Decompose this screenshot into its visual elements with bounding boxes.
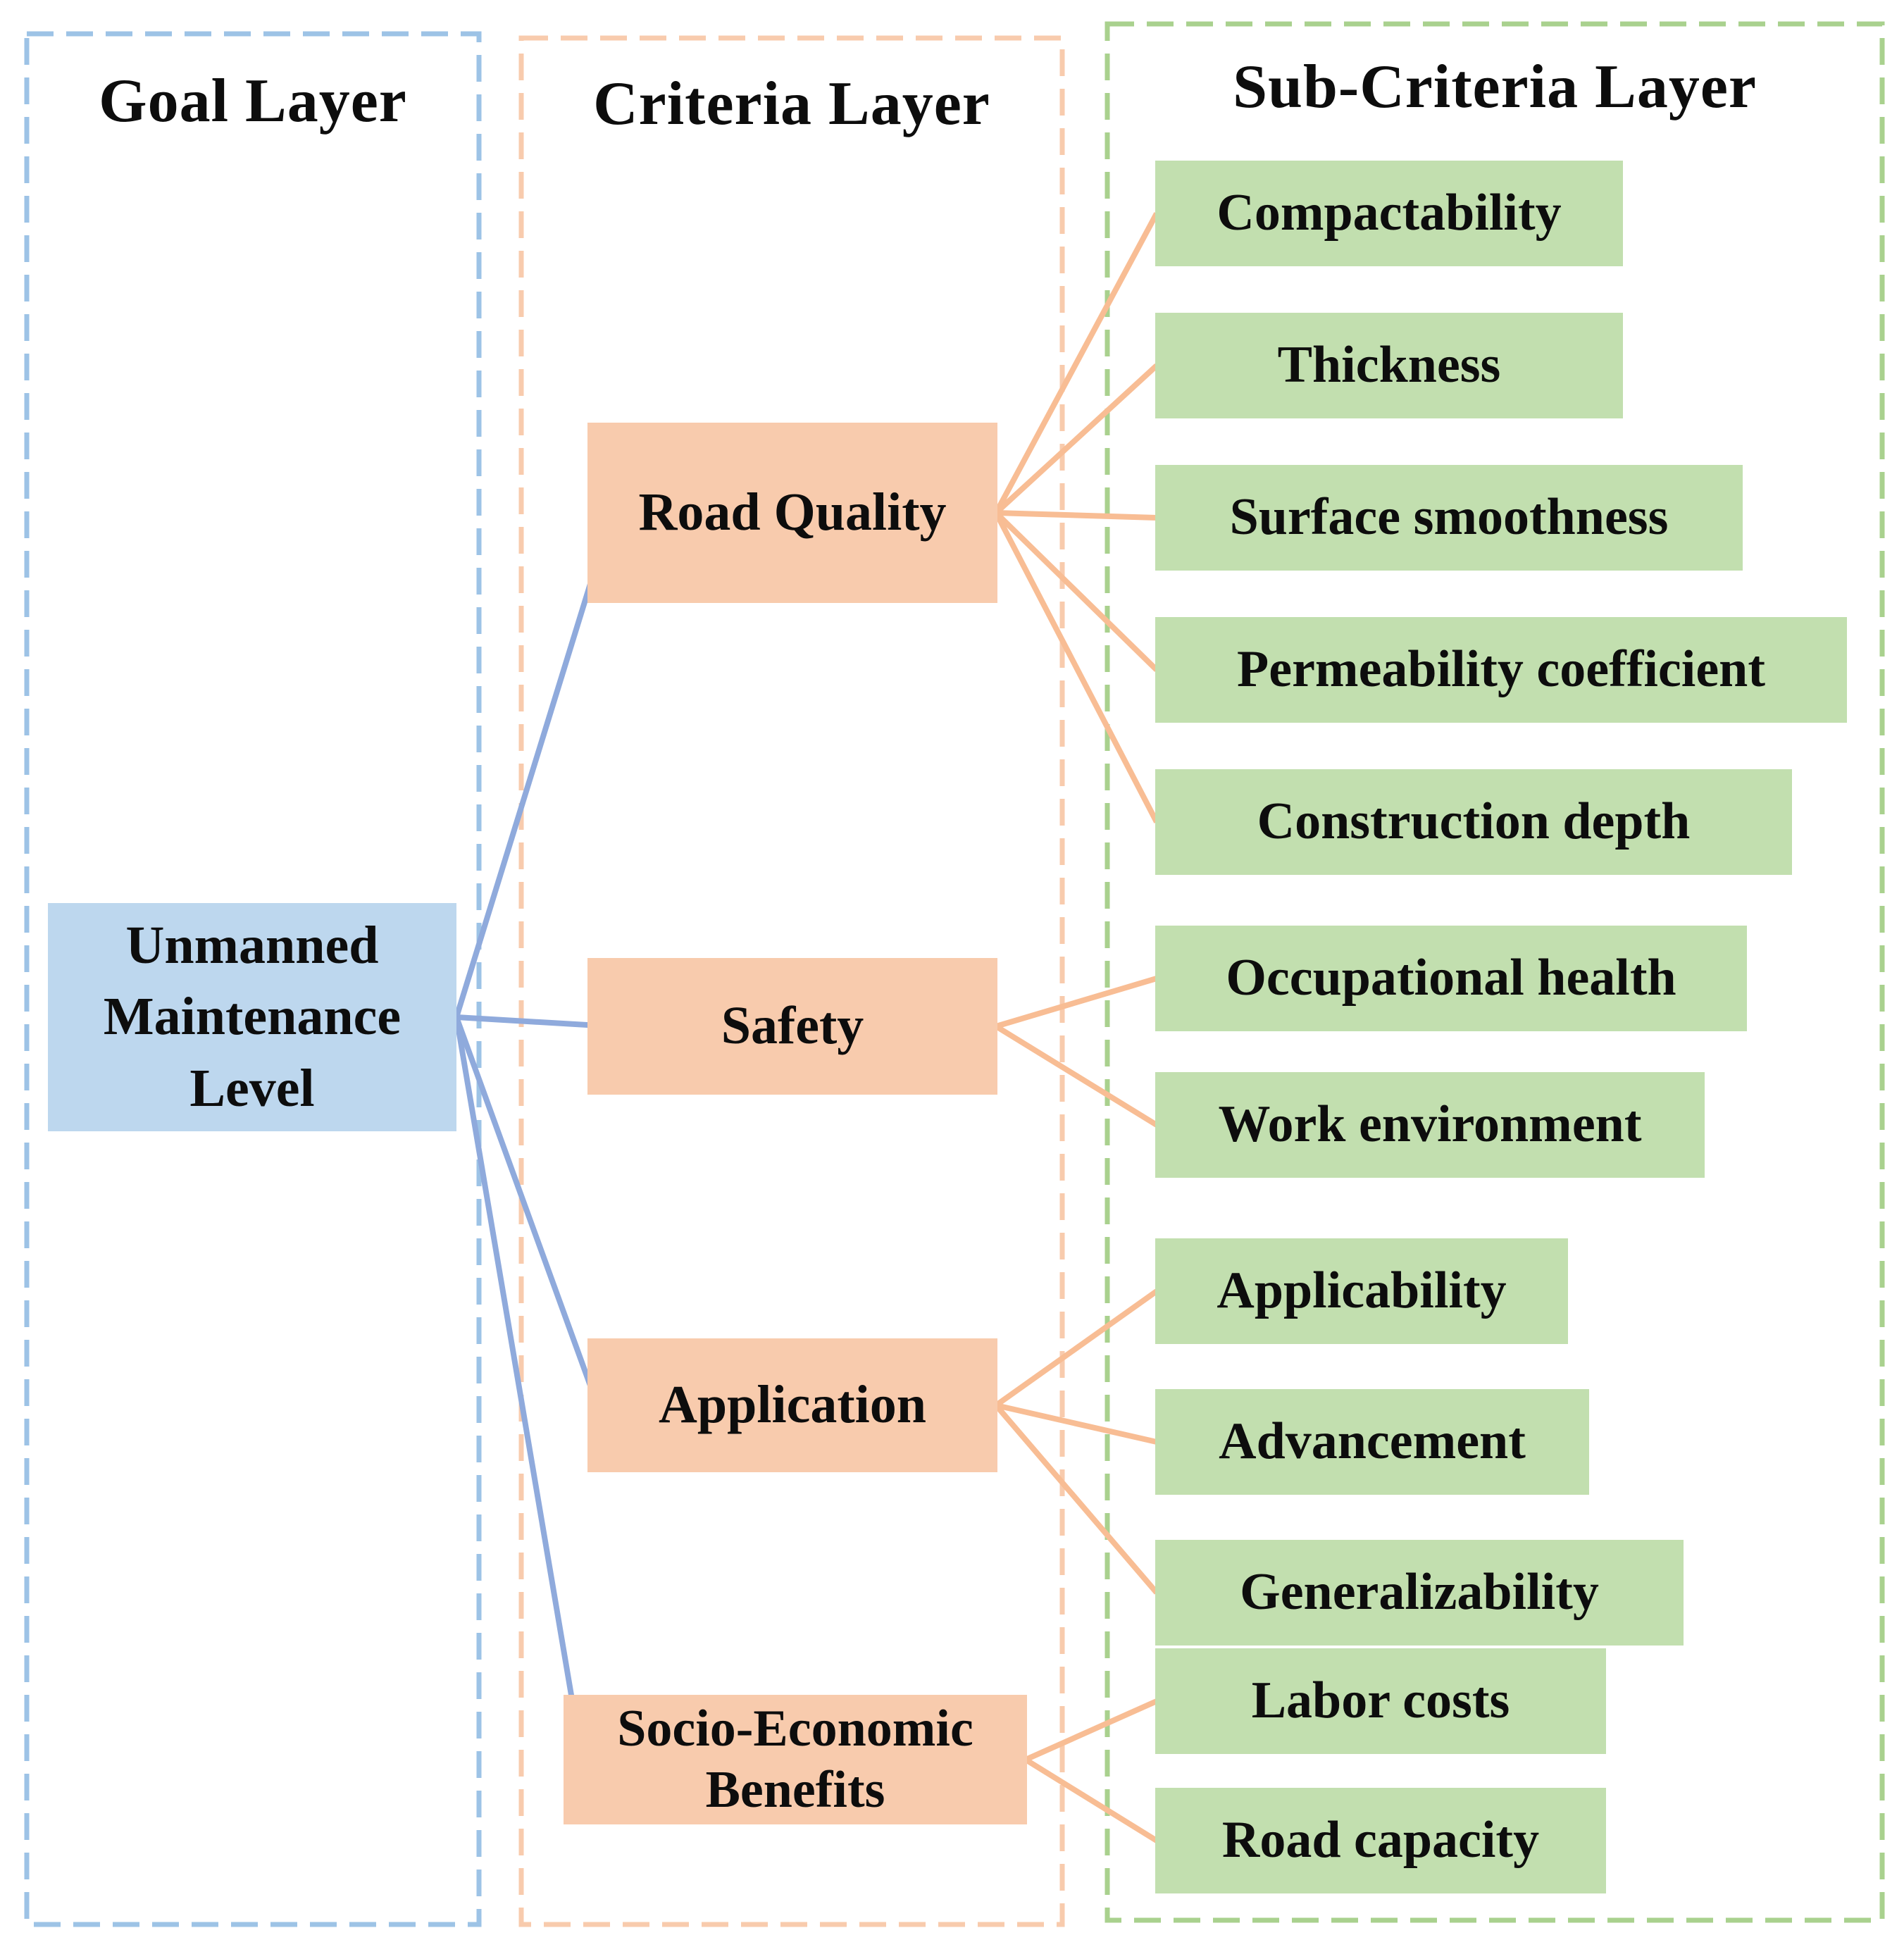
connector-safety-workenv bbox=[994, 1024, 1159, 1128]
criteria-node-application: Application bbox=[587, 1338, 997, 1472]
sub-criteria-node-surface-smoothness: Surface smoothness bbox=[1155, 465, 1743, 571]
sub-criteria-node-occupational-health: Occupational health bbox=[1155, 926, 1747, 1031]
connector-application-advancement bbox=[995, 1402, 1157, 1445]
connector-goal-road-quality bbox=[454, 555, 602, 1019]
sub-criteria-node-applicability: Applicability bbox=[1155, 1238, 1568, 1344]
sub-criteria-layer-title: Sub-Criteria Layer bbox=[1233, 53, 1757, 121]
criteria-node-road-quality: Road Quality bbox=[587, 423, 997, 603]
sub-criteria-node-road-capacity: Road capacity bbox=[1155, 1788, 1606, 1893]
connector-socio-laborcosts bbox=[1024, 1698, 1158, 1762]
connector-roadquality-thickness bbox=[994, 363, 1159, 515]
sub-criteria-node-labor-costs: Labor costs bbox=[1155, 1648, 1606, 1754]
sub-criteria-layer-panel bbox=[1105, 21, 1885, 1923]
sub-criteria-node-thickness: Thickness bbox=[1155, 313, 1623, 418]
sub-criteria-node-construction-depth: Construction depth bbox=[1155, 769, 1792, 875]
goal-layer-title: Goal Layer bbox=[99, 67, 407, 135]
connector-socio-roadcapacity bbox=[1023, 1757, 1159, 1843]
connector-goal-application bbox=[454, 1016, 602, 1410]
goal-layer-panel bbox=[24, 31, 482, 1927]
connector-safety-occupational bbox=[995, 976, 1158, 1029]
connector-goal-safety bbox=[456, 1014, 599, 1028]
connector-roadquality-permeability bbox=[994, 511, 1159, 672]
criteria-node-socio-economic-benefits: Socio-Economic Benefits bbox=[564, 1695, 1027, 1824]
connector-application-applicability bbox=[994, 1288, 1159, 1408]
sub-criteria-node-compactability: Compactability bbox=[1155, 161, 1623, 266]
connector-goal-socio bbox=[454, 1016, 577, 1712]
connector-roadquality-smoothness bbox=[995, 510, 1157, 521]
goal-node-unmanned-maintenance-level: Unmanned Maintenance Level bbox=[48, 903, 456, 1131]
sub-criteria-node-generalizability: Generalizability bbox=[1155, 1540, 1684, 1646]
criteria-node-safety: Safety bbox=[587, 958, 997, 1095]
criteria-layer-title: Criteria Layer bbox=[593, 70, 990, 138]
connector-roadquality-compactability bbox=[993, 212, 1159, 514]
sub-criteria-node-permeability-coefficient: Permeability coefficient bbox=[1155, 617, 1847, 723]
connector-application-generalizability bbox=[993, 1403, 1159, 1595]
sub-criteria-node-advancement: Advancement bbox=[1155, 1389, 1589, 1495]
connector-roadquality-depth bbox=[993, 511, 1159, 823]
criteria-layer-panel bbox=[518, 35, 1065, 1927]
sub-criteria-node-work-environment: Work environment bbox=[1155, 1072, 1705, 1178]
